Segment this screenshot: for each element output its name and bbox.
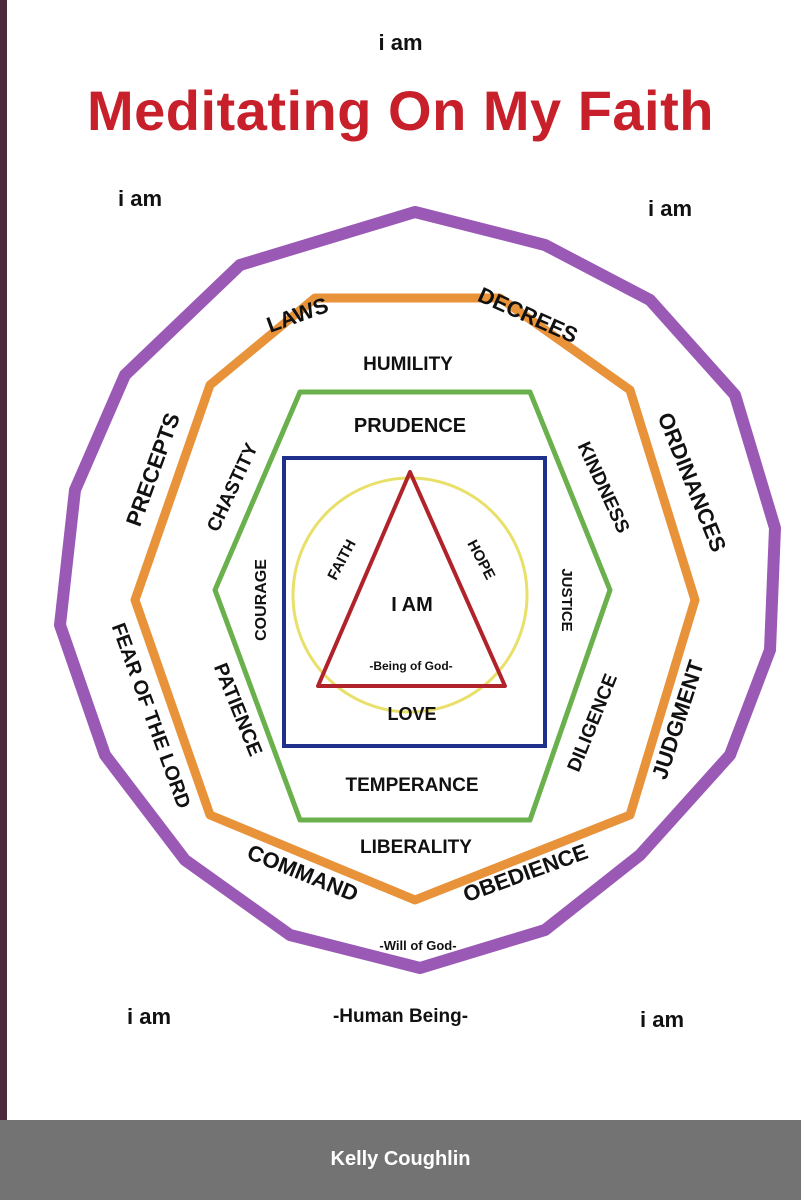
label-ordinances: ORDINANCES bbox=[653, 409, 732, 556]
label-temperance: TEMPERANCE bbox=[345, 775, 478, 796]
label-human-being: -Human Being- bbox=[332, 1006, 469, 1027]
label-being-of-god: -Being of God- bbox=[369, 659, 452, 673]
corner-bottom-left: i am bbox=[127, 1004, 172, 1029]
label-prudence: PRUDENCE bbox=[354, 415, 466, 437]
label-liberality: LIBERALITY bbox=[360, 837, 472, 858]
yellow-circle bbox=[291, 476, 529, 714]
header-small-text: i am bbox=[378, 30, 423, 55]
label-hope: HOPE bbox=[463, 537, 498, 583]
label-diligence: DILIGENCE bbox=[564, 671, 622, 775]
author-name: Kelly Coughlin bbox=[330, 1148, 471, 1170]
red-triangle bbox=[316, 470, 507, 688]
outer-purple-dodecagon bbox=[54, 206, 781, 974]
label-i-am: I AM bbox=[391, 594, 432, 616]
label-faith: FAITH bbox=[324, 537, 359, 583]
blue-square bbox=[282, 456, 547, 748]
label-courage: COURAGE bbox=[253, 559, 270, 641]
faith-diagram: LAWS DECREES ORDINANCES JUDGMENT OBEDIEN… bbox=[54, 206, 781, 974]
orange-octagon bbox=[130, 293, 700, 905]
green-hexagon bbox=[212, 389, 613, 823]
footer-bar: Kelly Coughlin bbox=[0, 1120, 801, 1200]
label-laws: LAWS bbox=[263, 292, 331, 337]
label-decrees: DECREES bbox=[474, 282, 581, 348]
label-will-of-god: -Will of God- bbox=[379, 938, 456, 953]
label-chastity: CHASTITY bbox=[203, 440, 262, 535]
label-justice: JUSTICE bbox=[558, 568, 575, 631]
corner-top-right: i am bbox=[648, 196, 693, 221]
label-love: LOVE bbox=[387, 704, 436, 724]
corner-bottom-right: i am bbox=[640, 1007, 685, 1032]
corner-top-left: i am bbox=[118, 186, 163, 211]
label-precepts: PRECEPTS bbox=[121, 409, 185, 529]
book-spine-edge bbox=[0, 0, 7, 1120]
label-humility: HUMILITY bbox=[363, 354, 453, 375]
book-title: Meditating On My Faith bbox=[87, 79, 714, 142]
